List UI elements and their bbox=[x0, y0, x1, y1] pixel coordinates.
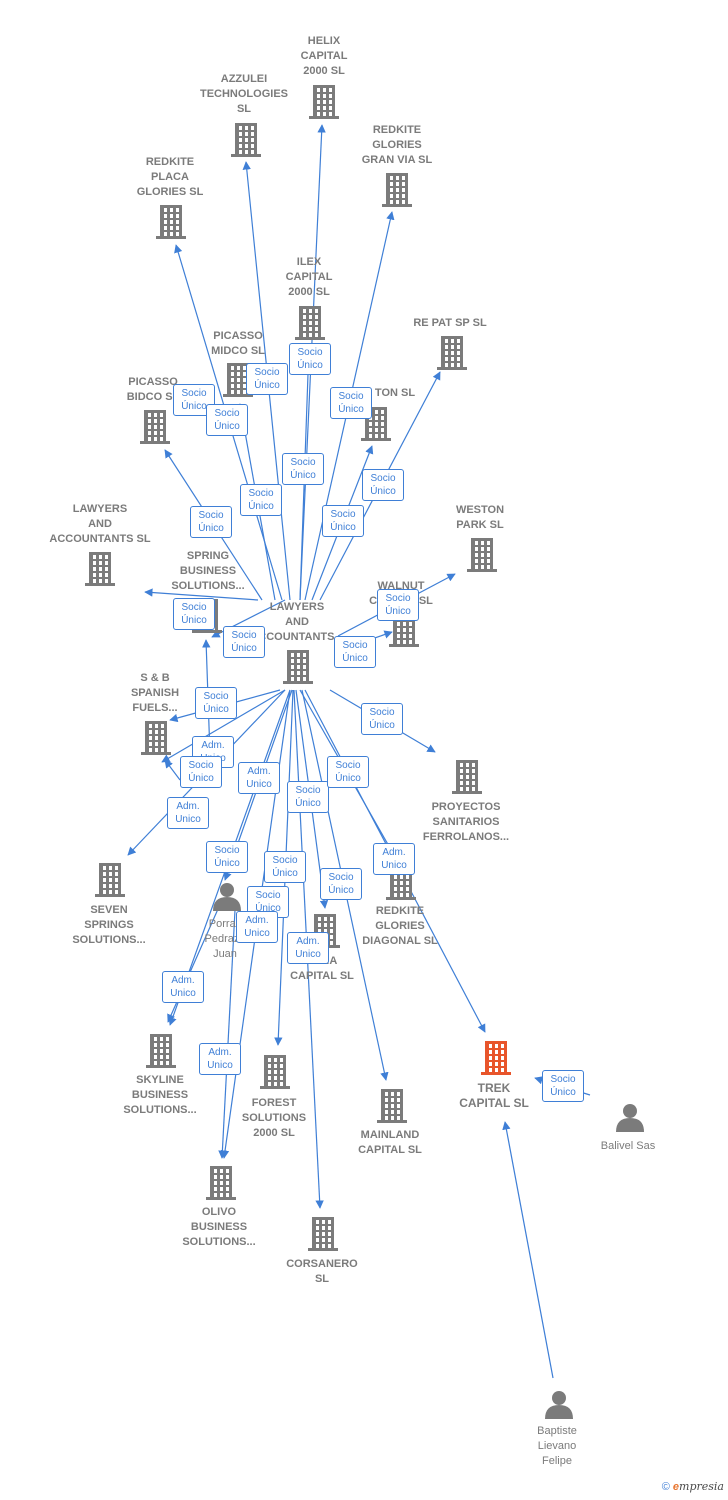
node-label-forest[interactable]: FOREST SOLUTIONS 2000 SL bbox=[241, 1097, 307, 1139]
node-label-picasso-bidco[interactable]: PICASSO BIDCO SL bbox=[126, 376, 180, 403]
relation-badge[interactable]: Adm. Unico bbox=[167, 797, 209, 829]
relation-badge[interactable]: Adm. Unico bbox=[236, 911, 278, 943]
node-icons bbox=[85, 85, 644, 1419]
node-label-seven[interactable]: SEVEN SPRINGS SOLUTIONS... bbox=[72, 904, 146, 946]
building-icon[interactable] bbox=[206, 1166, 236, 1200]
building-icon[interactable] bbox=[382, 173, 412, 207]
relation-badge[interactable]: Socio Único bbox=[223, 626, 265, 658]
node-label-azzulei[interactable]: AZZULEI TECHNOLOGIES SL bbox=[199, 73, 288, 115]
node-label-ton[interactable]: TON SL bbox=[374, 387, 416, 399]
node-label-baptiste[interactable]: Baptiste Lievano Felipe bbox=[537, 1425, 577, 1467]
relation-badge[interactable]: Socio Único bbox=[287, 781, 329, 813]
building-icon[interactable] bbox=[283, 650, 313, 684]
node-label-repat[interactable]: RE PAT SP SL bbox=[413, 317, 487, 329]
node-label-redkite-pg[interactable]: REDKITE PLACA GLORIES SL bbox=[136, 156, 204, 198]
node-label-proyectos[interactable]: PROYECTOS SANITARIOS FERROLANOS... bbox=[422, 801, 510, 843]
relation-badge[interactable]: Socio Único bbox=[361, 703, 403, 735]
relation-badge[interactable]: Socio Único bbox=[206, 841, 248, 873]
relation-badge[interactable]: Socio Único bbox=[377, 589, 419, 621]
person-icon[interactable] bbox=[545, 1391, 573, 1419]
person-icon[interactable] bbox=[213, 883, 241, 911]
building-icon[interactable] bbox=[141, 721, 171, 755]
building-icon[interactable] bbox=[467, 538, 497, 572]
footer-brand[interactable]: © empresia bbox=[662, 1480, 724, 1493]
building-icon[interactable] bbox=[85, 552, 115, 586]
building-icon[interactable] bbox=[308, 1217, 338, 1251]
node-label-mainland[interactable]: MAINLAND CAPITAL SL bbox=[358, 1129, 422, 1156]
relation-badge[interactable]: Socio Único bbox=[334, 636, 376, 668]
relation-badge[interactable]: Adm. Unico bbox=[373, 843, 415, 875]
relation-badge[interactable]: Socio Único bbox=[206, 404, 248, 436]
building-icon[interactable] bbox=[95, 863, 125, 897]
edge-arrow bbox=[161, 689, 286, 763]
copyright-symbol: © bbox=[661, 1481, 670, 1493]
node-label-balivel[interactable]: Balivel Sas bbox=[600, 1140, 656, 1152]
edge-arrow bbox=[218, 909, 236, 1159]
edge-arrow bbox=[502, 1121, 554, 1379]
edge-arrow bbox=[144, 588, 259, 601]
building-icon[interactable] bbox=[156, 205, 186, 239]
node-label-picasso-midco[interactable]: PICASSO MIDCO SL bbox=[211, 330, 265, 357]
relation-badge[interactable]: Socio Único bbox=[173, 598, 215, 630]
person-icon[interactable] bbox=[616, 1104, 644, 1132]
building-icon[interactable] bbox=[481, 1041, 511, 1075]
relation-badge[interactable]: Adm. Unico bbox=[199, 1043, 241, 1075]
node-label-ilex[interactable]: ILEX CAPITAL 2000 SL bbox=[285, 256, 333, 298]
building-icon[interactable] bbox=[260, 1055, 290, 1089]
relation-badge[interactable]: Adm. Unico bbox=[287, 932, 329, 964]
building-icon[interactable] bbox=[437, 336, 467, 370]
node-label-helix[interactable]: HELIX CAPITAL 2000 SL bbox=[300, 35, 348, 77]
node-label-olivo[interactable]: OLIVO BUSINESS SOLUTIONS... bbox=[182, 1206, 256, 1248]
relation-badge[interactable]: Socio Único bbox=[289, 343, 331, 375]
relation-badge[interactable]: Socio Único bbox=[180, 756, 222, 788]
relation-badge[interactable]: Socio Único bbox=[282, 453, 324, 485]
node-label-skyline[interactable]: SKYLINE BUSINESS SOLUTIONS... bbox=[123, 1074, 197, 1116]
relation-badge[interactable]: Adm. Unico bbox=[238, 762, 280, 794]
building-icon[interactable] bbox=[223, 363, 253, 397]
node-label-corsanero[interactable]: CORSANERO SL bbox=[286, 1258, 358, 1285]
relation-badge[interactable]: Socio Único bbox=[322, 505, 364, 537]
relation-badge[interactable]: Socio Único bbox=[190, 506, 232, 538]
edge-arrow bbox=[164, 759, 181, 781]
building-icon[interactable] bbox=[452, 760, 482, 794]
relation-badge[interactable]: Socio Único bbox=[246, 363, 288, 395]
node-label-weston[interactable]: WESTON PARK SL bbox=[455, 504, 505, 531]
building-icon[interactable] bbox=[140, 410, 170, 444]
building-icon[interactable] bbox=[146, 1034, 176, 1068]
building-icon[interactable] bbox=[231, 123, 261, 157]
node-label-sb-spanish[interactable]: S & B SPANISH FUELS... bbox=[130, 672, 180, 714]
relation-badge[interactable]: Socio Único bbox=[542, 1070, 584, 1102]
relation-badge[interactable]: Socio Único bbox=[264, 851, 306, 883]
relation-badge[interactable]: Socio Único bbox=[195, 687, 237, 719]
node-label-trek[interactable]: TREK CAPITAL SL bbox=[459, 1081, 529, 1110]
relation-badge[interactable]: Adm. Unico bbox=[162, 971, 204, 1003]
node-label-redkite-gv[interactable]: REDKITE GLORIES GRAN VIA SL bbox=[361, 124, 433, 166]
building-icon[interactable] bbox=[377, 1089, 407, 1123]
node-label-lawyers-center[interactable]: LAWYERS AND ACCOUNTANTS... bbox=[250, 601, 344, 643]
relation-badge[interactable]: Socio Único bbox=[320, 868, 362, 900]
node-label-porras[interactable]: Porras Pedraza Juan bbox=[204, 918, 246, 960]
brand-e: e bbox=[672, 1481, 680, 1493]
node-label-redkite-diag[interactable]: REDKITE GLORIES DIAGONAL SL bbox=[362, 905, 438, 947]
node-label-spring[interactable]: SPRING BUSINESS SOLUTIONS... bbox=[171, 550, 245, 592]
building-icon[interactable] bbox=[309, 85, 339, 119]
brand-name: mpresia bbox=[679, 1480, 724, 1493]
relation-badge[interactable]: Socio Único bbox=[330, 387, 372, 419]
relation-badge[interactable]: Socio Único bbox=[362, 469, 404, 501]
building-icon[interactable] bbox=[295, 306, 325, 340]
relation-badge[interactable]: Socio Único bbox=[240, 484, 282, 516]
node-label-lawyers-sl[interactable]: LAWYERS AND ACCOUNTANTS SL bbox=[49, 503, 151, 545]
relation-badge[interactable]: Socio Único bbox=[327, 756, 369, 788]
